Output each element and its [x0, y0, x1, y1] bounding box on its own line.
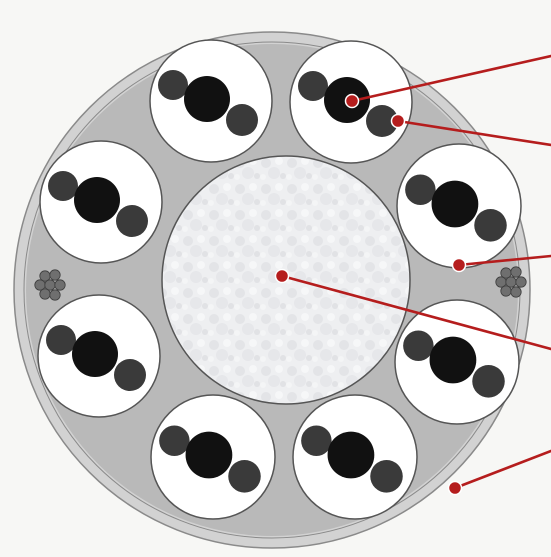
small-conductor	[48, 171, 78, 201]
small-conductor	[228, 460, 261, 493]
small-conductor	[46, 325, 76, 355]
leader-dot	[276, 270, 289, 283]
large-conductor	[328, 432, 375, 479]
large-conductor	[430, 337, 477, 384]
small-conductor	[116, 205, 148, 237]
filler-wire	[50, 270, 60, 280]
small-conductor	[226, 104, 258, 136]
large-conductor	[432, 181, 479, 228]
small-conductor	[159, 425, 189, 455]
filler-wire	[50, 290, 60, 300]
leader-dot	[346, 95, 359, 108]
filler-wire	[40, 289, 50, 299]
filler-wire	[511, 267, 521, 277]
small-conductor	[301, 425, 331, 455]
small-conductor	[472, 365, 505, 398]
small-conductor	[298, 71, 328, 101]
small-conductor	[158, 70, 188, 100]
large-conductor	[186, 432, 233, 479]
small-conductor	[114, 359, 146, 391]
filler-wire	[516, 277, 526, 287]
filler-wire	[55, 280, 65, 290]
large-conductor	[72, 331, 118, 377]
leader-dot	[449, 482, 462, 495]
filler-wire	[501, 286, 511, 296]
small-conductor	[405, 174, 435, 204]
filler-wire	[511, 287, 521, 297]
large-conductor	[74, 177, 120, 223]
small-conductor	[403, 330, 433, 360]
leader-dot	[453, 259, 466, 272]
small-conductor	[370, 460, 403, 493]
leader-dot	[392, 115, 405, 128]
large-conductor	[184, 76, 230, 122]
small-conductor	[474, 209, 507, 242]
